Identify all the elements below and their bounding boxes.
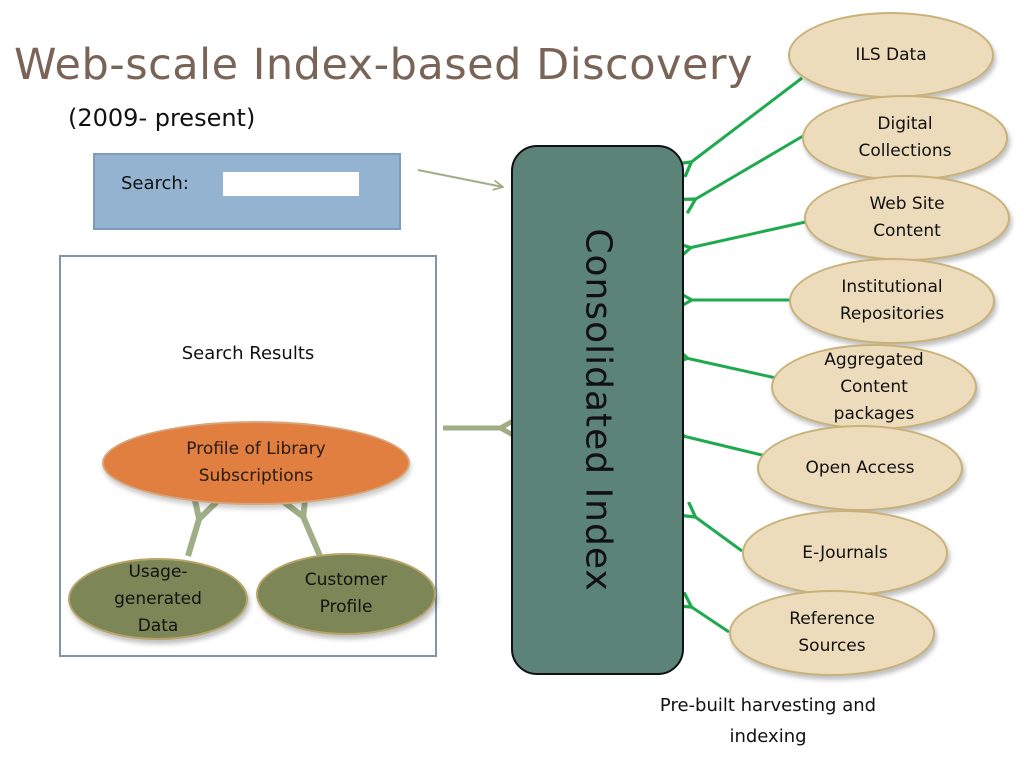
source-label: E-Journals [802,542,888,563]
source-label: Digital Collections [858,114,952,161]
usage-label: Usage-generated Data [114,561,202,636]
search-label: Search: [121,173,189,194]
source-arrow-ils [690,76,803,163]
customer-profile-node: Customer Profile [256,553,436,635]
source-digital-collections: Digital Collections [802,95,1008,181]
customer-label: Customer Profile [304,570,388,617]
search-to-index-arrow [417,169,503,187]
source-label: Web Site Content [869,194,945,241]
source-open-access: Open Access [757,425,963,511]
source-arrow-aggregated [686,358,777,380]
source-institutional-repositories: Institutional Repositories [789,258,995,344]
source-web-site-content: Web Site Content [804,175,1010,261]
source-arrow-digital [694,134,804,200]
usage-to-profile-arrow [185,516,200,557]
source-label: Reference Sources [789,609,875,656]
source-label: ILS Data [855,44,927,65]
source-ils-data: ILS Data [788,12,994,98]
search-results-title: Search Results [181,343,315,364]
harvesting-caption: Pre-built harvesting and indexing [659,695,877,747]
profile-label: Profile of Library Subscriptions [186,439,326,486]
search-input[interactable] [223,172,359,196]
usage-generated-data-node: Usage-generated Data [68,558,248,640]
customer-to-profile-arrow [302,514,323,558]
source-arrow-reference [690,606,730,634]
consolidated-index-label: Consolidated Index [577,228,618,592]
source-aggregated-content: Aggregated Content packages [771,344,977,430]
source-reference-sources: Reference Sources [729,590,935,676]
slide-subtitle: (2009- present) [68,104,256,132]
library-subscriptions-profile: Profile of Library Subscriptions [102,421,410,505]
source-arrow-openaccess [683,436,771,459]
source-arrow-ejournals [694,516,743,553]
search-box: Search: [93,153,401,230]
source-e-journals: E-Journals [742,510,948,596]
consolidated-index: Consolidated Index [511,145,684,675]
slide-title: Web-scale Index-based Discovery [14,40,754,90]
source-label: Open Access [805,457,915,478]
source-label: Aggregated Content packages [824,349,924,424]
source-label: Institutional Repositories [839,277,945,324]
